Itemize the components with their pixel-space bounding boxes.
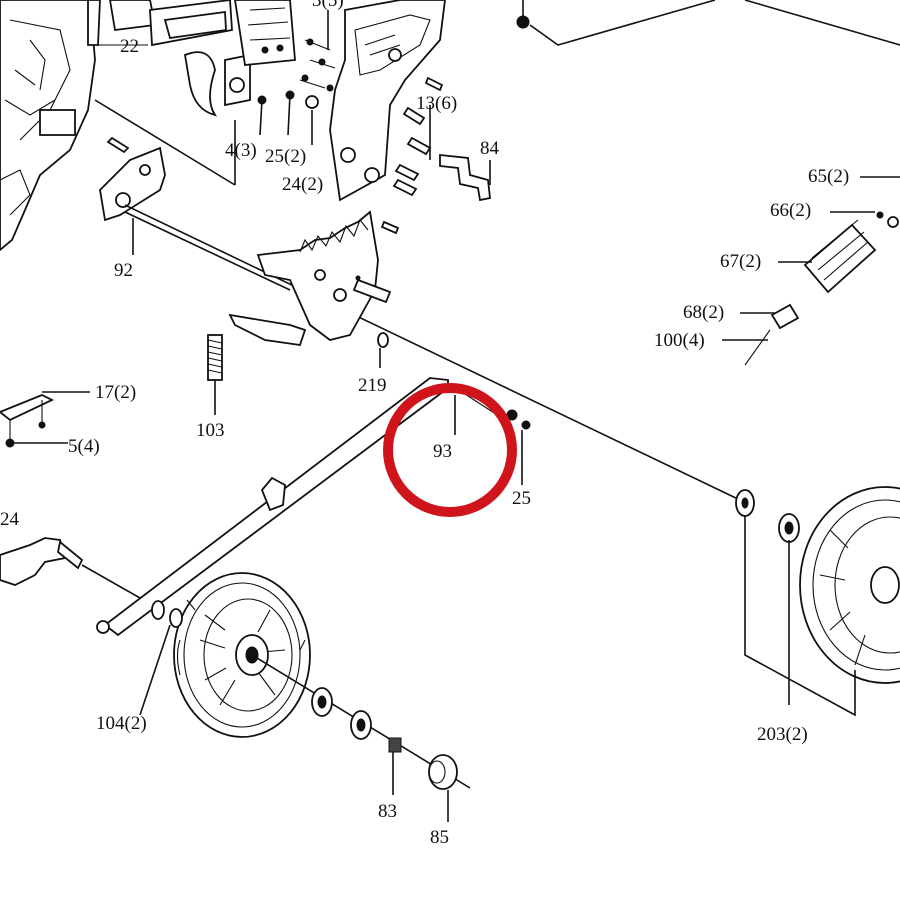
part-92-bracket (99, 136, 166, 222)
spring-103 (207, 334, 223, 415)
callout-25: 25 (512, 488, 531, 509)
throttle-cable-parts (109, 0, 336, 117)
callout-17-2: 17(2) (95, 382, 136, 403)
callout-203-2: 203(2) (757, 724, 808, 745)
callout-92: 92 (114, 260, 133, 281)
callout-104-2: 104(2) (96, 713, 147, 734)
callout-13-6: 13(6) (416, 93, 457, 114)
rear-right-wheel (799, 486, 900, 684)
highlight-circle (383, 383, 517, 517)
callout-5-4: 5(4) (68, 436, 100, 457)
callout-3-5: 3(5) (312, 0, 344, 11)
part-84-bracket (439, 153, 491, 202)
callout-22: 22 (120, 36, 139, 57)
callout-24: 24 (0, 509, 20, 530)
callout-67-2: 67(2) (720, 251, 761, 272)
bolt-set-13 (380, 76, 444, 235)
callout-4-3: 4(3) (225, 140, 257, 161)
callout-25-2: 25(2) (265, 146, 306, 167)
callout-93: 93 (433, 441, 452, 462)
callout-68-2: 68(2) (683, 302, 724, 323)
callout-103: 103 (196, 420, 225, 441)
callout-219: 219 (358, 375, 387, 396)
callout-100-4: 100(4) (654, 330, 705, 351)
part-93-rod (96, 377, 506, 637)
callout-labels: 22 3(5) 4(3) 25(2) 24(2) 13(6) 84 92 65(… (0, 0, 849, 848)
callout-85: 85 (430, 827, 449, 848)
callout-84: 84 (480, 138, 500, 159)
callout-66-2: 66(2) (770, 200, 811, 221)
height-adjuster-plate (256, 210, 379, 341)
callout-83: 83 (378, 801, 397, 822)
callout-65-2: 65(2) (808, 166, 849, 187)
main-axle-line (124, 204, 741, 501)
part-24-linkage (0, 537, 141, 599)
right-axle-parts (722, 176, 900, 366)
chassis-housing (0, 0, 148, 252)
part-17-bracket (0, 391, 90, 448)
front-left-wheel (173, 572, 311, 738)
callout-24-2: 24(2) (282, 174, 323, 195)
handle-bracket (329, 0, 446, 202)
